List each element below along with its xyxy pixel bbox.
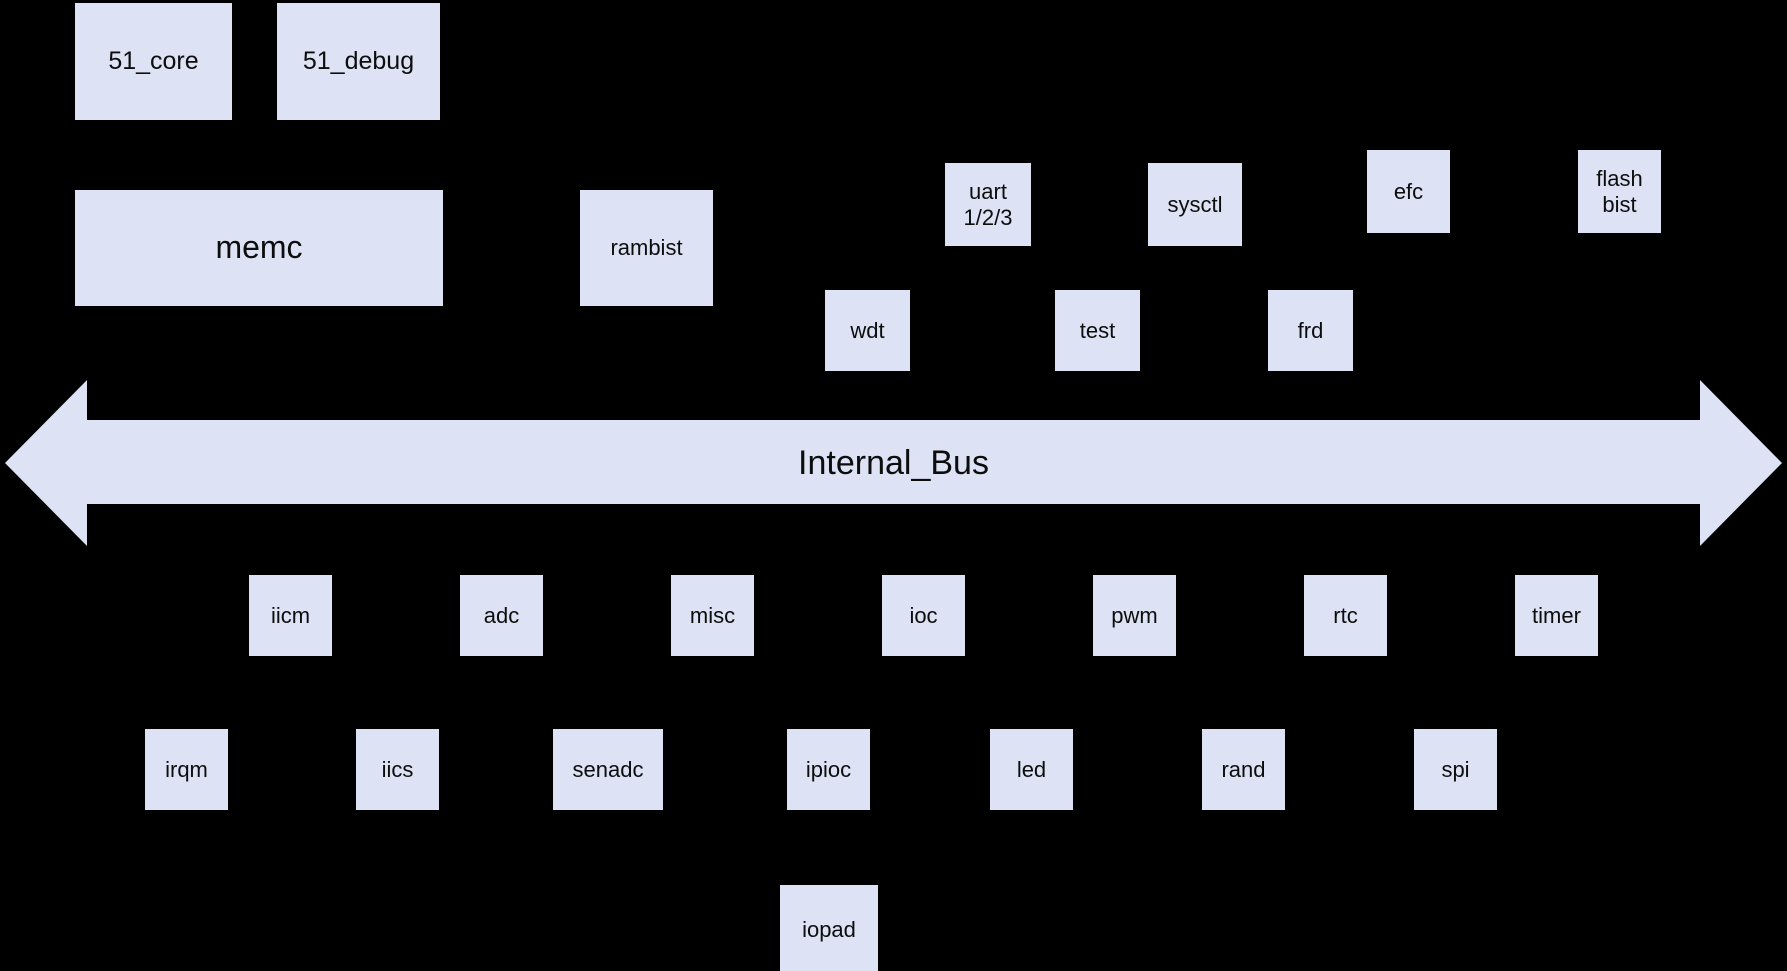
block-rambist[interactable]: rambist bbox=[580, 190, 713, 306]
block-frd[interactable]: frd bbox=[1268, 290, 1353, 371]
block-iicm[interactable]: iicm bbox=[249, 575, 332, 656]
block-timer[interactable]: timer bbox=[1515, 575, 1598, 656]
block-adc[interactable]: adc bbox=[460, 575, 543, 656]
block-iics[interactable]: iics bbox=[356, 729, 439, 810]
block-uart[interactable]: uart 1/2/3 bbox=[945, 163, 1031, 246]
block-memc[interactable]: memc bbox=[75, 190, 443, 306]
block-test[interactable]: test bbox=[1055, 290, 1140, 371]
block-misc[interactable]: misc bbox=[671, 575, 754, 656]
block-iopad[interactable]: iopad bbox=[780, 885, 878, 971]
block-led[interactable]: led bbox=[990, 729, 1073, 810]
block-ioc[interactable]: ioc bbox=[882, 575, 965, 656]
block-spi[interactable]: spi bbox=[1414, 729, 1497, 810]
block-pwm[interactable]: pwm bbox=[1093, 575, 1176, 656]
block-irqm[interactable]: irqm bbox=[145, 729, 228, 810]
block-sysctl[interactable]: sysctl bbox=[1148, 163, 1242, 246]
internal-bus-arrow bbox=[0, 378, 1787, 548]
block-senadc[interactable]: senadc bbox=[553, 729, 663, 810]
block-rtc[interactable]: rtc bbox=[1304, 575, 1387, 656]
block-ipioc[interactable]: ipioc bbox=[787, 729, 870, 810]
block-wdt[interactable]: wdt bbox=[825, 290, 910, 371]
block-flash-bist[interactable]: flash bist bbox=[1578, 150, 1661, 233]
block-rand[interactable]: rand bbox=[1202, 729, 1285, 810]
block-51-debug[interactable]: 51_debug bbox=[277, 3, 440, 120]
bus-arrow-shape bbox=[5, 380, 1782, 546]
block-efc[interactable]: efc bbox=[1367, 150, 1450, 233]
block-51-core[interactable]: 51_core bbox=[75, 3, 232, 120]
